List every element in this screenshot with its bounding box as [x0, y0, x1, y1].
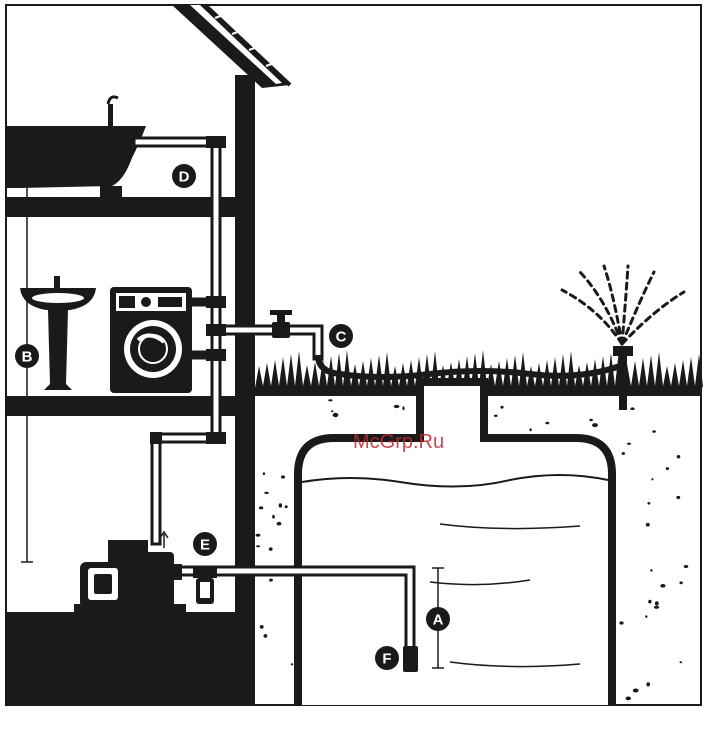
- svg-text:F: F: [382, 651, 391, 668]
- soil-speck: [679, 581, 682, 584]
- soil-speck: [331, 410, 333, 412]
- soil-speck: [651, 478, 653, 480]
- foot-valve: [403, 646, 418, 672]
- soil-speck: [648, 600, 651, 604]
- rainwater-tank: [298, 382, 612, 705]
- soil-speck: [277, 522, 282, 526]
- svg-text:A: A: [433, 612, 444, 629]
- house-wall: [235, 75, 255, 705]
- callout-c: C: [329, 324, 353, 348]
- upper-floor: [6, 197, 246, 217]
- washbasin: [20, 276, 96, 390]
- svg-text:C: C: [336, 329, 347, 346]
- soil-speck: [627, 443, 631, 445]
- watermark: McGrp.Ru: [353, 431, 444, 453]
- callout-e: E: [193, 532, 217, 556]
- soil-speck: [529, 428, 531, 431]
- soil-speck: [654, 606, 659, 609]
- soil-speck: [545, 422, 549, 425]
- soil-speck: [500, 406, 503, 409]
- soil-speck: [291, 663, 293, 665]
- soil-speck: [650, 569, 652, 571]
- soil-speck: [256, 534, 261, 537]
- callout-d: D: [172, 164, 196, 188]
- soil-speck: [269, 579, 273, 582]
- middle-floor: [6, 396, 246, 416]
- soil-speck: [680, 661, 683, 663]
- soil-speck: [622, 452, 625, 455]
- soil-speck: [592, 423, 598, 427]
- soil-speck: [619, 621, 623, 624]
- soil-speck: [328, 399, 332, 401]
- soil-speck: [652, 430, 656, 433]
- soil-speck: [269, 547, 273, 550]
- garden-pump: [74, 532, 186, 612]
- soil-speck: [633, 689, 639, 693]
- soil-speck: [626, 697, 631, 701]
- soil-speck: [263, 472, 265, 475]
- soil-speck: [645, 615, 647, 618]
- soil-speck: [589, 419, 593, 422]
- svg-text:E: E: [200, 537, 210, 554]
- soil-speck: [660, 584, 665, 588]
- callout-a: A: [426, 607, 450, 631]
- soil-speck: [647, 502, 650, 505]
- washing-machine: [110, 287, 192, 393]
- svg-text:D: D: [179, 169, 190, 186]
- soil-speck: [677, 455, 681, 458]
- soil-speck: [402, 406, 404, 410]
- soil-speck: [494, 415, 498, 417]
- callout-b: B: [15, 344, 39, 368]
- soil-speck: [666, 467, 669, 470]
- garden-tap: [270, 310, 292, 338]
- soil-speck: [281, 475, 285, 478]
- soil-speck: [676, 496, 680, 499]
- soil-speck: [646, 682, 650, 686]
- svg-text:B: B: [22, 349, 33, 366]
- soil-speck: [394, 405, 400, 408]
- soil-speck: [264, 492, 268, 494]
- callout-f: F: [375, 646, 399, 670]
- ground-floor-slab: [6, 612, 255, 705]
- soil-speck: [630, 407, 634, 410]
- soil-speck: [646, 523, 650, 527]
- roof: [172, 5, 290, 88]
- soil-speck: [285, 505, 288, 508]
- soil-speck: [684, 565, 689, 568]
- prefilter: [193, 566, 217, 604]
- soil-speck: [279, 503, 282, 507]
- soil-speck: [333, 413, 339, 417]
- soil-speck: [264, 634, 268, 638]
- soil-speck: [655, 601, 659, 605]
- soil-speck: [260, 625, 264, 629]
- soil-speck: [272, 515, 275, 519]
- soil-speck: [259, 506, 263, 509]
- soil-speck: [256, 545, 260, 547]
